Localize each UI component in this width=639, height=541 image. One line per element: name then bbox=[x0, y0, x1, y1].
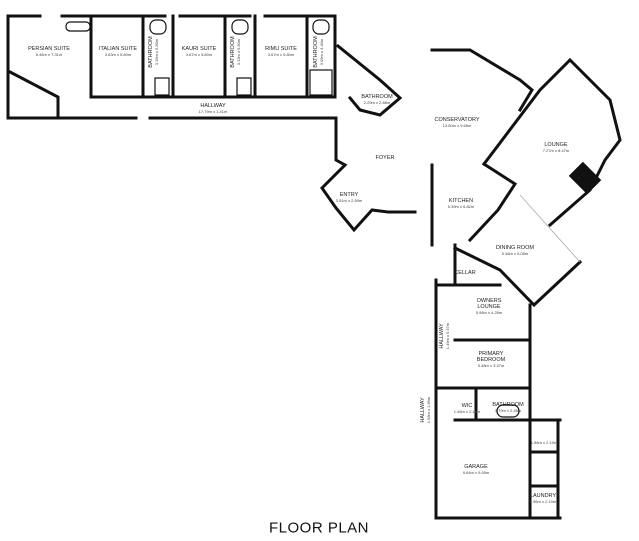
room-foyer: FOYER bbox=[375, 155, 395, 161]
west-wing-walls bbox=[6, 14, 403, 120]
floor-plan-title: FLOOR PLAN bbox=[268, 519, 370, 537]
central-walls bbox=[320, 48, 622, 520]
room-cellar: CELLAR bbox=[454, 270, 476, 276]
room-storage: 1.86m x 2.19m bbox=[530, 440, 558, 445]
